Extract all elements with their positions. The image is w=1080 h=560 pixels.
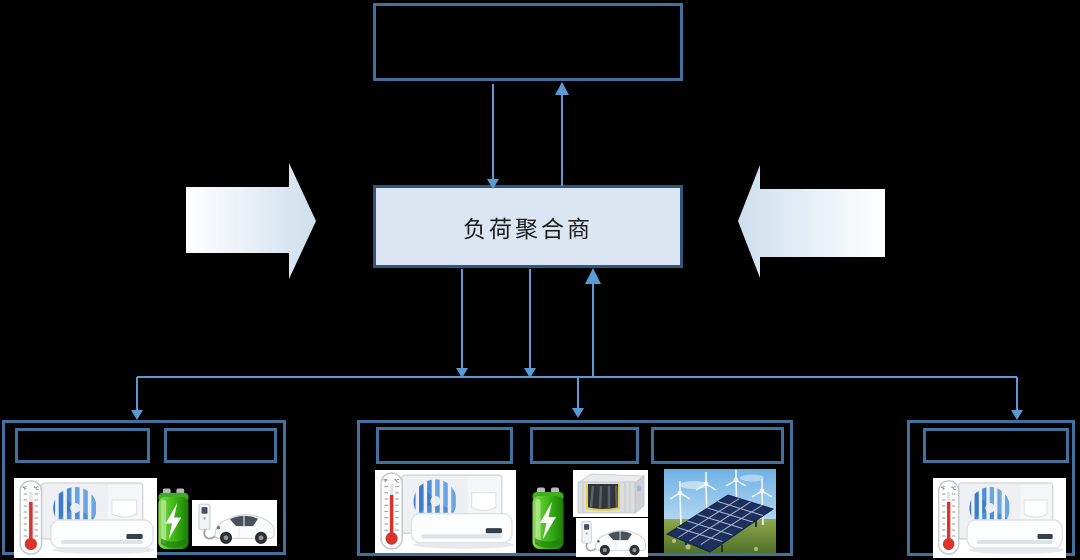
load-aggregator-label: 负荷聚合商 — [463, 215, 593, 242]
air-conditioner-image — [933, 478, 1066, 558]
arrow-aggregator-to-top — [555, 82, 569, 186]
arrow-bus-to-aggregator — [585, 268, 601, 376]
arrow-bus-to-left-group — [131, 377, 143, 420]
right-group-label-box-1 — [923, 428, 1069, 463]
green-battery-image — [531, 487, 565, 551]
right-block-arrow — [738, 165, 885, 278]
middle-group-label-box-2 — [530, 427, 639, 464]
ev-charging-image — [576, 518, 648, 557]
solar-wind-farm-image — [664, 469, 776, 553]
left-group-label-box-2 — [164, 428, 277, 463]
load-aggregator-box: 负荷聚合商 — [373, 185, 683, 268]
top-box — [373, 3, 683, 81]
air-conditioner-image — [14, 478, 157, 558]
arrow-bus-to-middle-group — [572, 377, 584, 418]
middle-group-label-box-1 — [376, 427, 513, 464]
ev-charging-image — [192, 500, 277, 546]
battery-storage-container-image — [573, 470, 648, 517]
middle-group-label-box-3 — [651, 427, 784, 464]
left-block-arrow — [186, 163, 316, 279]
middle-group-box — [357, 420, 793, 556]
left-group-label-box-1 — [15, 428, 150, 463]
green-battery-image — [157, 488, 190, 551]
air-conditioner-image — [375, 470, 516, 553]
arrow-bus-to-right-group — [1011, 377, 1023, 420]
arrow-aggregator-to-bus-1 — [456, 269, 468, 378]
arrow-aggregator-to-bus-2 — [524, 269, 536, 378]
arrow-top-to-aggregator — [487, 84, 499, 189]
